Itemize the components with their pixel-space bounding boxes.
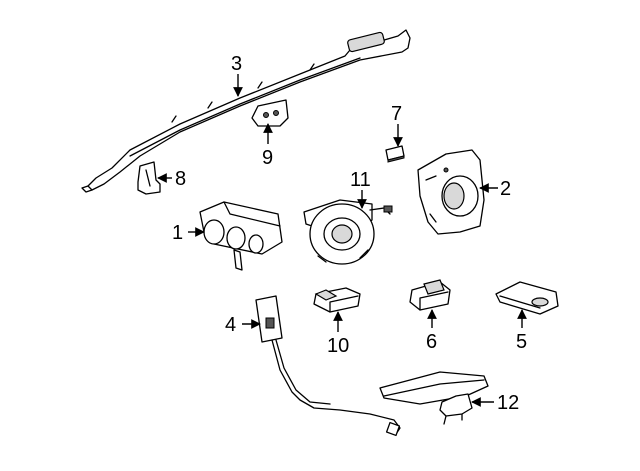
callout-2: 2 [500,178,511,200]
part-6-sensor[interactable] [409,279,451,311]
callout-1: 1 [172,222,183,244]
callout-11: 11 [350,169,371,191]
part-7-clip[interactable] [385,145,405,163]
callout-8: 8 [175,168,186,190]
callout-4: 4 [225,314,236,336]
part-4-sensor-harness[interactable] [255,295,401,437]
part-3-curtain-airbag[interactable] [81,29,411,193]
callout-9: 9 [262,147,273,169]
part-8-sensor[interactable] [137,161,161,195]
callout-leaders [157,74,527,407]
callout-5: 5 [516,331,527,353]
part-2-steering-airbag[interactable] [417,149,485,235]
callout-3: 3 [231,53,242,75]
part-5-knee-airbag[interactable] [495,281,559,315]
callout-6: 6 [426,331,437,353]
callout-7: 7 [391,103,402,125]
part-10-module[interactable] [313,287,361,313]
callout-labels: 3 9 7 8 2 11 1 4 10 6 5 12 [172,53,527,414]
part-11-clock-spring[interactable] [303,199,393,265]
part-1-passenger-airbag[interactable] [199,201,283,271]
callout-12: 12 [497,392,519,414]
callout-10: 10 [327,335,349,357]
part-9-bracket[interactable] [251,99,289,127]
part-12-airbag-panel[interactable] [379,371,489,425]
